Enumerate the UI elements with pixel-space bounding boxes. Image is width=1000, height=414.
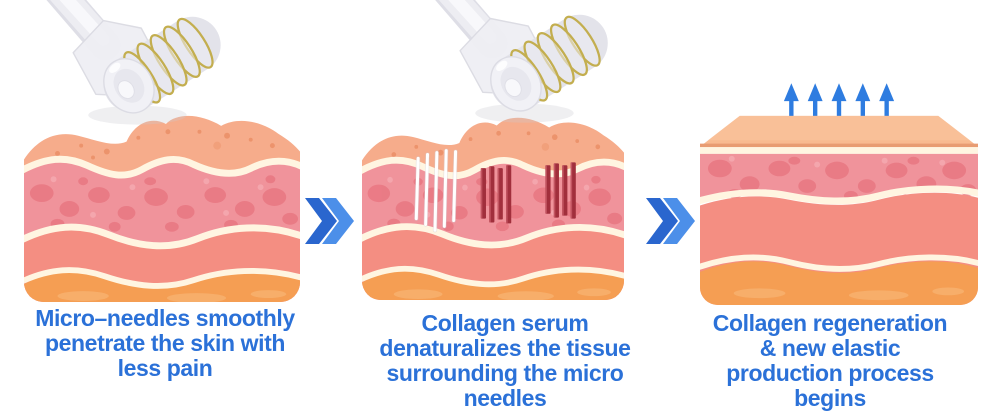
caption-line: less pain: [117, 355, 213, 381]
caption-line: production process: [726, 360, 934, 386]
caption-line: & new elastic: [759, 335, 901, 361]
caption-line: penetrate the skin with: [44, 330, 285, 356]
skin-cross-section-illustration-step2: [362, 110, 624, 300]
caption-line: Collagen regeneration: [712, 310, 948, 336]
derma-roller-image-step1: [24, 0, 232, 136]
double-chevron-right-icon: [305, 198, 354, 244]
needle-highlights: [480, 162, 573, 224]
derma-roller-image-step2: [404, 0, 626, 134]
white-needles: [414, 148, 458, 233]
step-2-caption: Collagen serum denaturalizes the tissue …: [332, 311, 678, 411]
caption-line: begins: [794, 385, 866, 411]
skin-cross-section-illustration-step1: [24, 108, 300, 302]
caption-line: Collagen serum: [421, 310, 589, 336]
step-1-caption: Micro–needles smoothly penetrate the ski…: [0, 306, 330, 381]
caption-line: denaturalizes the tissue: [379, 335, 631, 361]
step-3-caption: Collagen regeneration & new elastic prod…: [660, 311, 1000, 411]
caption-line: surrounding the micro: [386, 360, 624, 386]
caption-line: needles: [463, 385, 547, 411]
caption-line: Micro–needles smoothly: [35, 305, 295, 331]
skin-cross-section-illustration-step3: [700, 115, 978, 305]
double-chevron-right-icon: [646, 198, 695, 244]
